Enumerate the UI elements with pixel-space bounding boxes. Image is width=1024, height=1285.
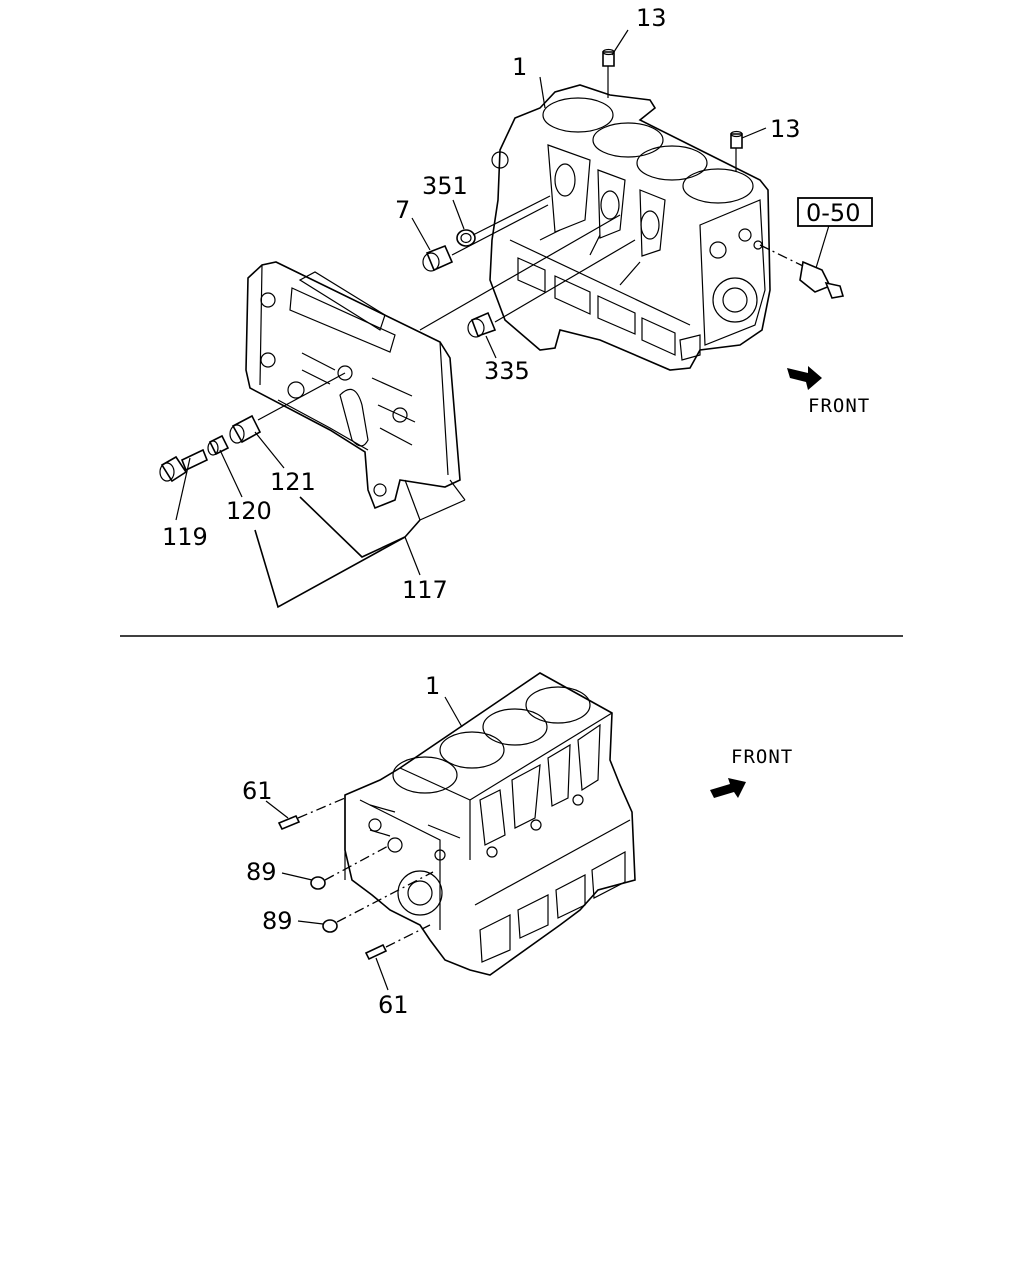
- washer-120: [207, 434, 230, 456]
- label-block-upper: 1: [512, 53, 527, 81]
- label-block-lower: 1: [425, 672, 440, 700]
- stud-13-top: [602, 48, 615, 98]
- label-stud-top: 13: [636, 4, 667, 32]
- plug-89-b: [322, 919, 338, 933]
- cylinder-block-lower: [344, 672, 636, 976]
- bolt-119: [159, 448, 209, 483]
- side-cover-117: [245, 261, 461, 510]
- label-plug-89-a: 89: [246, 858, 277, 886]
- label-reference: 0-50: [806, 199, 860, 227]
- label-pin-61-bottom: 61: [378, 991, 409, 1019]
- label-sleeve-121: 121: [270, 468, 316, 496]
- label-plug-7: 7: [395, 196, 410, 224]
- label-front-lower: FRONT: [731, 746, 793, 768]
- front-arrow-lower-icon: [710, 778, 746, 798]
- plug-335: [467, 311, 497, 338]
- label-cover-117: 117: [402, 576, 448, 604]
- label-pin-61-top: 61: [242, 777, 273, 805]
- sleeve-121: [229, 414, 262, 444]
- label-front-upper: FRONT: [808, 395, 870, 417]
- plug-7: [422, 244, 454, 272]
- lower-view: 1 FRONT 61 89 89 61: [242, 672, 793, 1019]
- dowel-pin-61-top: [277, 814, 301, 831]
- sensor-fitting-0-50: [759, 221, 845, 299]
- stud-13-right: [730, 130, 743, 172]
- cylinder-block-upper: [489, 84, 771, 371]
- label-stud-right: 13: [770, 115, 801, 143]
- label-washer-120: 120: [226, 497, 272, 525]
- upper-view: 1 13 13 351 7 335 0-50 FRONT 119 120 121…: [159, 4, 873, 609]
- label-plug-89-b: 89: [262, 907, 293, 935]
- o-ring-351: [456, 229, 476, 247]
- dowel-pin-61-bottom: [364, 943, 388, 961]
- reference-box: [797, 197, 873, 227]
- label-o-ring: 351: [422, 172, 468, 200]
- front-arrow-upper-icon: [787, 366, 822, 390]
- plug-89-a: [310, 876, 326, 890]
- label-bolt-119: 119: [162, 523, 208, 551]
- label-plug-335: 335: [484, 357, 530, 385]
